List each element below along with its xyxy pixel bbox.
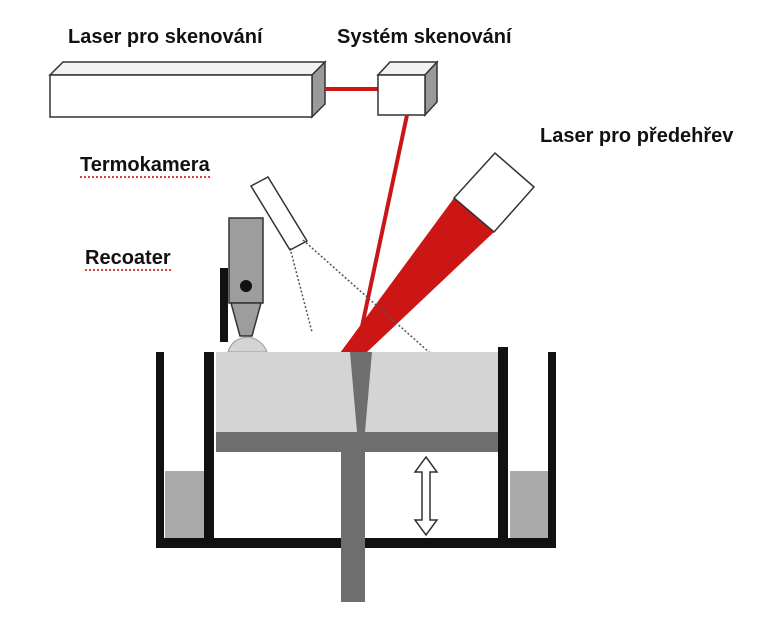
label-scan-laser: Laser pro skenování [68, 26, 263, 48]
scan-system-box [376, 60, 439, 117]
label-preheat-laser: Laser pro předehřev [540, 125, 734, 147]
recoater-assembly [220, 217, 268, 353]
preheat-laser-head [452, 151, 536, 234]
scan-beam [355, 114, 409, 351]
camera-view-line-left [289, 247, 313, 333]
build-part [350, 352, 372, 432]
label-recoater: Recoater [85, 247, 171, 271]
build-platform [216, 432, 498, 452]
machine-walls [156, 347, 556, 548]
scan-laser-box [48, 60, 327, 119]
thermal-camera-body [249, 176, 309, 251]
label-thermal-camera: Termokamera [80, 154, 210, 178]
preheat-beam [340, 198, 494, 353]
piston-rod [341, 452, 365, 602]
camera-view-line-right [302, 239, 431, 354]
overflow-left-powder [165, 471, 204, 541]
label-scan-system: Systém skenování [337, 26, 512, 48]
overflow-right-powder [510, 471, 548, 541]
movement-double-arrow [413, 455, 439, 537]
